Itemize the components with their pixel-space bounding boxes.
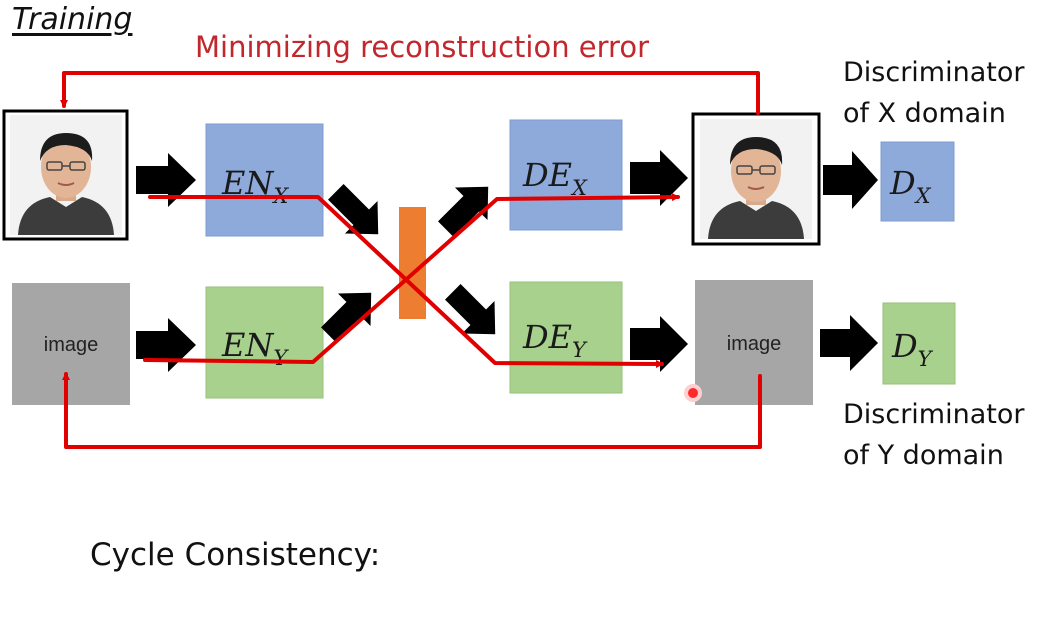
decoder-y-label: DEY (522, 318, 588, 362)
reconstruction-error-label: Minimizing reconstruction error (195, 30, 650, 64)
input-image-box (12, 283, 130, 405)
decoder-y-box (509, 281, 623, 394)
cycle-bracket (62, 372, 762, 449)
discriminator-x-caption-line1: Discriminator (843, 57, 1025, 88)
arrow-image-to-encoder-y (136, 318, 196, 372)
red-annotation-paths (60, 71, 762, 449)
arrow-face-to-discriminator-x (823, 151, 878, 209)
arrow-decoder-x-to-face (630, 150, 688, 206)
path-y-to-x (143, 193, 680, 364)
arrow-image-to-discriminator-y (820, 315, 878, 371)
discriminator-x-label: DX (889, 164, 932, 208)
arrow-latent-to-decoder-y (445, 284, 496, 335)
arrow-decoder-y-to-image (630, 316, 688, 372)
decoder-x-box (509, 119, 623, 231)
input-face-photo (9, 114, 123, 236)
discriminator-x-box (880, 141, 955, 222)
discriminator-y-caption-line1: Discriminator (843, 399, 1025, 430)
decoder-x-label: DEX (522, 156, 588, 200)
discriminator-y-label: DY (891, 327, 934, 371)
discriminator-y-caption-line2: of Y domain (843, 440, 1004, 471)
arrow-latent-to-decoder-x (438, 186, 489, 237)
training-heading: Training (12, 2, 133, 37)
output-image-label: image (727, 333, 781, 355)
arrow-face-to-encoder-x (136, 153, 196, 207)
arrow-encoder-y-to-latent (321, 292, 372, 343)
pointer-dot (684, 384, 702, 402)
arrow-encoder-x-to-latent (328, 184, 379, 235)
encoder-y-box (205, 286, 324, 399)
output-image-box (695, 280, 813, 405)
latent-code-bar (399, 207, 426, 319)
output-face-photo (699, 118, 813, 240)
reconstruction-bracket (60, 71, 760, 115)
input-image-label: image (44, 334, 98, 356)
discriminator-x-caption-line2: of X domain (843, 98, 1006, 129)
discriminator-y-box (882, 302, 956, 385)
encoder-x-box (205, 123, 324, 237)
discriminator-x-caption: Discriminator of X domain (843, 52, 1024, 134)
discriminator-y-caption: Discriminator of Y domain (843, 394, 1024, 476)
cycle-consistency-label: Cycle Consistency: (90, 537, 381, 573)
encoder-y-label: ENY (221, 326, 289, 370)
